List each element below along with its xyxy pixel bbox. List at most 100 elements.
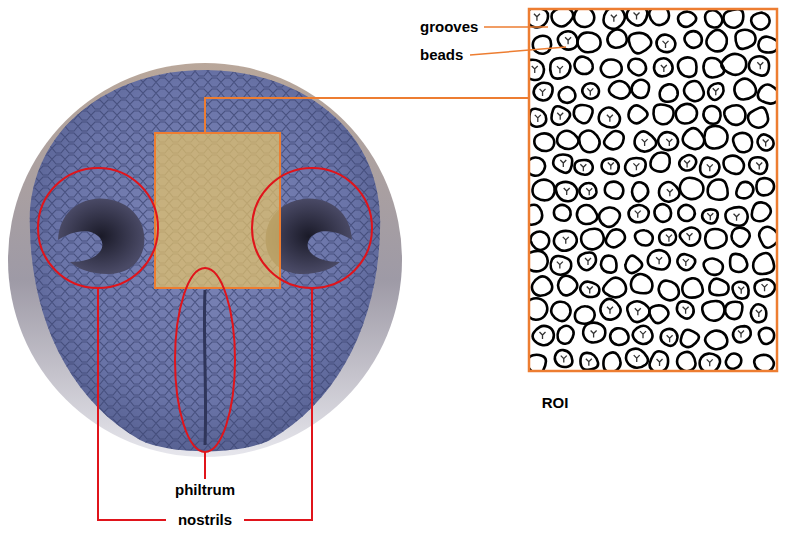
bead-outline bbox=[650, 152, 669, 171]
bead-outline bbox=[559, 87, 576, 103]
bead-outline bbox=[558, 326, 574, 344]
bead-outline bbox=[659, 281, 679, 301]
bead-crease bbox=[667, 189, 673, 196]
bead-crease bbox=[634, 355, 640, 362]
bead-outline bbox=[577, 33, 600, 53]
bead-outline bbox=[756, 178, 774, 195]
bead-outline bbox=[635, 230, 653, 245]
bead-outline bbox=[723, 10, 743, 28]
bead-outline bbox=[748, 107, 768, 127]
part-label: nostrils bbox=[176, 511, 234, 529]
bead-outline bbox=[575, 57, 593, 74]
bead-crease bbox=[683, 259, 689, 266]
left-nostril-marker bbox=[38, 168, 158, 288]
bead-outline bbox=[700, 354, 720, 370]
bead-outline bbox=[753, 253, 774, 274]
bead-outline bbox=[758, 134, 774, 150]
bead-outline bbox=[705, 331, 727, 350]
bead-label: beads bbox=[418, 46, 465, 64]
bead-crease bbox=[587, 88, 593, 95]
bead-outline bbox=[706, 30, 727, 52]
bead-outline bbox=[557, 131, 578, 149]
bead-crease bbox=[738, 331, 744, 338]
bead-outline bbox=[574, 10, 594, 27]
bead-outline bbox=[708, 83, 723, 100]
bead-outline bbox=[531, 232, 550, 251]
bead-outline bbox=[601, 59, 622, 77]
bead-outline bbox=[551, 302, 570, 321]
bead-outline bbox=[677, 254, 695, 270]
bead-outline bbox=[704, 126, 727, 149]
bead-outline bbox=[726, 353, 741, 368]
bead-crease bbox=[666, 235, 672, 242]
bead-outline bbox=[633, 326, 653, 344]
bead-crease bbox=[666, 139, 672, 146]
bead-crease bbox=[640, 331, 646, 338]
bead-outline bbox=[656, 35, 675, 52]
bead-outline bbox=[677, 352, 695, 370]
bead-crease bbox=[683, 307, 689, 314]
beads-leader bbox=[470, 47, 566, 55]
bead-outline bbox=[704, 259, 723, 275]
bead-outline bbox=[574, 105, 593, 123]
bead-crease bbox=[667, 335, 673, 342]
bead-outline bbox=[625, 158, 646, 176]
bead-outline bbox=[605, 182, 624, 199]
bead-outline bbox=[708, 179, 728, 199]
bead-crease bbox=[734, 214, 740, 221]
left-nostril-opening bbox=[58, 198, 144, 274]
bead-crease bbox=[607, 307, 613, 314]
bead-outline bbox=[530, 60, 544, 80]
bead-outline bbox=[705, 229, 726, 248]
bead-outline bbox=[661, 329, 678, 346]
bead-outline bbox=[530, 298, 547, 319]
bead-outline bbox=[702, 209, 718, 223]
bead-outline bbox=[603, 278, 626, 298]
roi-panel-border bbox=[529, 9, 777, 371]
bead-outline bbox=[735, 30, 755, 49]
bead-outline bbox=[721, 54, 746, 75]
bead-outline bbox=[724, 156, 744, 174]
bead-crease bbox=[539, 332, 545, 339]
bead-outline bbox=[752, 202, 771, 221]
bead-crease bbox=[540, 89, 546, 96]
bead-outline bbox=[732, 228, 750, 247]
bead-outline bbox=[582, 83, 599, 98]
bead-outline bbox=[759, 328, 774, 344]
bead-crease bbox=[756, 163, 762, 170]
bead-outline bbox=[632, 80, 649, 98]
bead-crease bbox=[565, 37, 571, 44]
bead-outline bbox=[700, 158, 719, 177]
bead-outline bbox=[534, 83, 553, 101]
bead-crease bbox=[586, 188, 592, 195]
bead-outline bbox=[736, 182, 753, 198]
bead-crease bbox=[738, 287, 744, 294]
bead-outline bbox=[758, 85, 776, 104]
bead-outline bbox=[627, 301, 649, 322]
bead-outline bbox=[654, 204, 671, 222]
bead-crease bbox=[611, 15, 617, 22]
bead-crease bbox=[707, 164, 713, 171]
bead-outline bbox=[609, 81, 630, 99]
bead-crease bbox=[535, 115, 541, 122]
bead-outline bbox=[679, 155, 696, 170]
bead-outline bbox=[628, 59, 646, 76]
bead-outline bbox=[754, 355, 774, 370]
bead-outline bbox=[725, 302, 742, 319]
philtrum-groove bbox=[204, 290, 205, 445]
roi-leader-line bbox=[205, 98, 528, 133]
bead-outline bbox=[749, 56, 769, 75]
bead-crease bbox=[763, 140, 769, 147]
bead-crease bbox=[663, 41, 669, 48]
bead-outline bbox=[725, 207, 747, 226]
bead-crease bbox=[684, 160, 690, 167]
bead-outline bbox=[682, 278, 703, 297]
bead-crease bbox=[557, 113, 563, 120]
bead-outline bbox=[629, 205, 649, 222]
bead-crease bbox=[686, 233, 692, 240]
bead-outline bbox=[530, 205, 542, 225]
bead-outline bbox=[604, 10, 625, 29]
bead-outline bbox=[678, 205, 695, 221]
bead-outline bbox=[648, 250, 670, 269]
bead-outline bbox=[703, 106, 720, 124]
